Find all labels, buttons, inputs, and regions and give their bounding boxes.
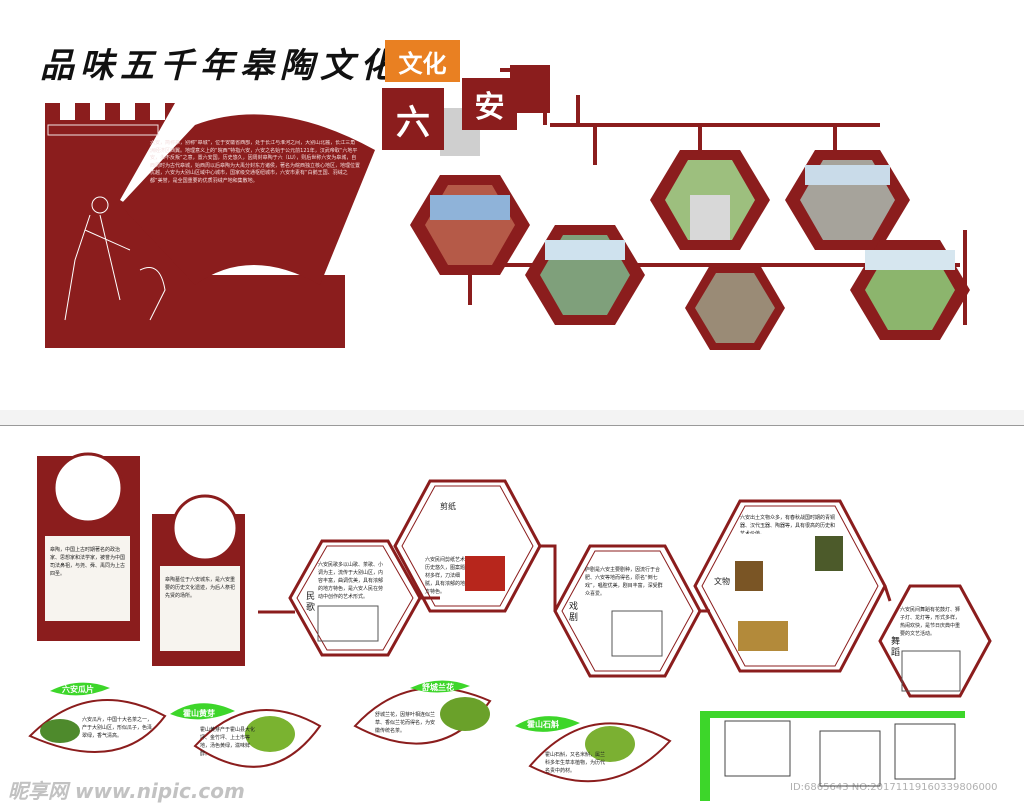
dance-label: 舞蹈 bbox=[889, 636, 899, 658]
opera-text: 庐剧是六安主要剧种，因流行于合肥、六安等地而得名，原名“倒七戏”，唱腔优美，剧目… bbox=[585, 567, 663, 597]
tea-leaf-2 bbox=[170, 703, 322, 768]
relics-label: 文物 bbox=[714, 577, 730, 586]
folk-song-text: 六安民歌多以山歌、茶歌、小调为主，流传于大别山区，内容丰富，曲调优美，具有浓郁的… bbox=[318, 562, 384, 600]
tea-label-2: 霍山黄芽 bbox=[183, 709, 215, 718]
tea-label-4: 霍山石斛 bbox=[527, 720, 559, 729]
opera-label: 戏剧 bbox=[567, 601, 577, 623]
left-card-1 bbox=[37, 452, 140, 641]
tea-text-2: 霍山黄芽产于霍山县大化坪、金竹坪、上土市等地，汤色黄绿，滋味鲜醇。 bbox=[200, 727, 255, 756]
hex-photo-5 bbox=[785, 150, 910, 250]
hex-photo-4 bbox=[685, 265, 785, 350]
tea-leaf-3 bbox=[353, 680, 492, 745]
tag-an: 安 bbox=[462, 78, 517, 130]
left-card-1-text: 皋陶，中国上古时期著名的政治家、思想家和法学家，被誉为中国司法鼻祖，与尧、舜、禹… bbox=[50, 547, 126, 577]
left-card-2 bbox=[152, 494, 245, 666]
watermark: 昵享网 www.nipic.com bbox=[8, 779, 245, 803]
tea-leaf-1 bbox=[28, 682, 167, 753]
castle-silhouette bbox=[45, 103, 345, 348]
meander-band bbox=[47, 124, 159, 136]
panel-gap bbox=[0, 410, 1024, 425]
fan-panel bbox=[120, 114, 375, 285]
hex-photo-3 bbox=[650, 150, 770, 250]
bottom-graphics bbox=[28, 452, 992, 801]
tag-liu: 六 bbox=[382, 88, 444, 150]
slogan-title: 品味五千年皋陶文化 bbox=[40, 46, 400, 86]
left-card-2-text: 皋陶墓位于六安城东，是六安重要的历史文化遗迹，为后人祭祀先贤的场所。 bbox=[165, 577, 236, 599]
paper-cut-text: 六安民间剪纸艺术历史悠久，图案题材多样，刀法细腻，具有浓郁的地方特色。 bbox=[425, 557, 465, 595]
hex-dance bbox=[878, 584, 992, 698]
hex-folk-song bbox=[288, 539, 422, 657]
tea-text-1: 六安瓜片，中国十大名茶之一，产于大别山区，形似瓜子，色泽翠绿，香气清高。 bbox=[82, 717, 152, 739]
watermark-id: ID:6865643 NO:20171119160339806000 bbox=[790, 782, 998, 793]
folk-song-label: 民歌 bbox=[304, 591, 314, 613]
bottom-connectors bbox=[420, 544, 892, 613]
fan-body-text: 六安，简称皋，别称“皋城”，位于安徽省西部，处于长江与淮河之间，大别山北麓，长江… bbox=[150, 140, 360, 184]
hex-paper-cut bbox=[393, 479, 542, 613]
bottom-panel: 皋陶，中国上古时期著名的政治家、思想家和法学家，被誉为中国司法鼻祖，与尧、舜、禹… bbox=[0, 425, 1024, 806]
hex-relics bbox=[693, 499, 887, 673]
tag-culture: 文化 bbox=[385, 40, 460, 82]
relics-text: 六安出土文物众多，有春秋战国时期的青铜器、汉代玉器、陶器等，具有很高的历史和艺术… bbox=[740, 515, 835, 534]
tea-label-1: 六安瓜片 bbox=[62, 685, 94, 694]
paper-cut-label: 剪纸 bbox=[440, 502, 456, 511]
tea-label-3: 舒城兰花 bbox=[422, 683, 454, 692]
dance-text: 六安民间舞蹈有花鼓灯、狮子灯、龙灯等，形式多样，热闹欢快，是节日庆典中重要的文艺… bbox=[900, 607, 961, 637]
tea-text-4: 霍山石斛，又名米斛，属兰科多年生草本植物，为历代名贵中药材。 bbox=[545, 752, 605, 774]
tea-leaf-4 bbox=[515, 716, 672, 783]
green-frame bbox=[700, 711, 965, 801]
hex-photo-1 bbox=[410, 175, 530, 275]
hex-photo-6 bbox=[850, 240, 970, 340]
tea-text-3: 舒城兰花，因芽叶相连似兰草、香似兰花而得名，为安徽传统名茶。 bbox=[375, 712, 435, 734]
figure-sketch bbox=[64, 196, 166, 321]
top-panel: 品味五千年皋陶文化 文化 六 安 六安，简称皋，别称“皋城”，位于安徽省西部，处… bbox=[0, 40, 1024, 411]
hex-photo-2 bbox=[525, 225, 645, 325]
